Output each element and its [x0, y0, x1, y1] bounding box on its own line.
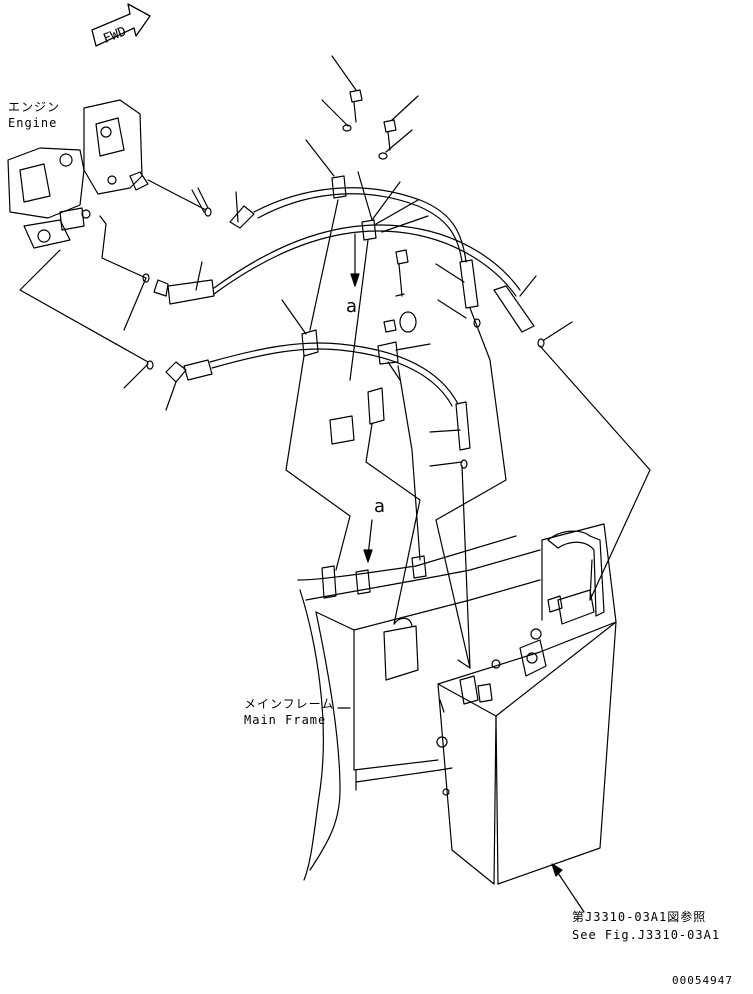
fwd-arrow-icon: FWD — [91, 3, 151, 47]
bolt-1 — [349, 89, 363, 123]
fwd-label: FWD — [101, 24, 129, 47]
view-a-label-mid: a — [374, 496, 386, 517]
hydraulic-tank — [436, 523, 617, 885]
hose-upper — [229, 187, 467, 263]
engine-label-jp: エンジン — [8, 100, 61, 114]
engine-leader-lines — [19, 179, 209, 363]
hose-middle — [153, 224, 521, 305]
bolt-2 — [383, 119, 397, 151]
engine-pump-assembly — [7, 99, 149, 249]
callout-leaders — [123, 55, 573, 467]
see-fig-leader — [555, 869, 585, 913]
bolt-3 — [395, 249, 409, 297]
see-fig-label-en: See Fig.J3310-03A1 — [572, 928, 721, 942]
drawing-number: 00054947 — [672, 974, 733, 987]
main-frame-label-jp: メインフレーム — [244, 697, 335, 711]
engine-label-en: Engine — [8, 116, 58, 130]
see-fig-label-jp: 第J3310-03A1図参照 — [572, 910, 707, 924]
main-frame — [297, 535, 541, 881]
view-a-label-top: a — [346, 296, 358, 317]
hose-lower — [165, 342, 459, 407]
main-frame-label-en: Main Frame — [244, 713, 327, 727]
clamp-leader-lines — [285, 199, 651, 669]
